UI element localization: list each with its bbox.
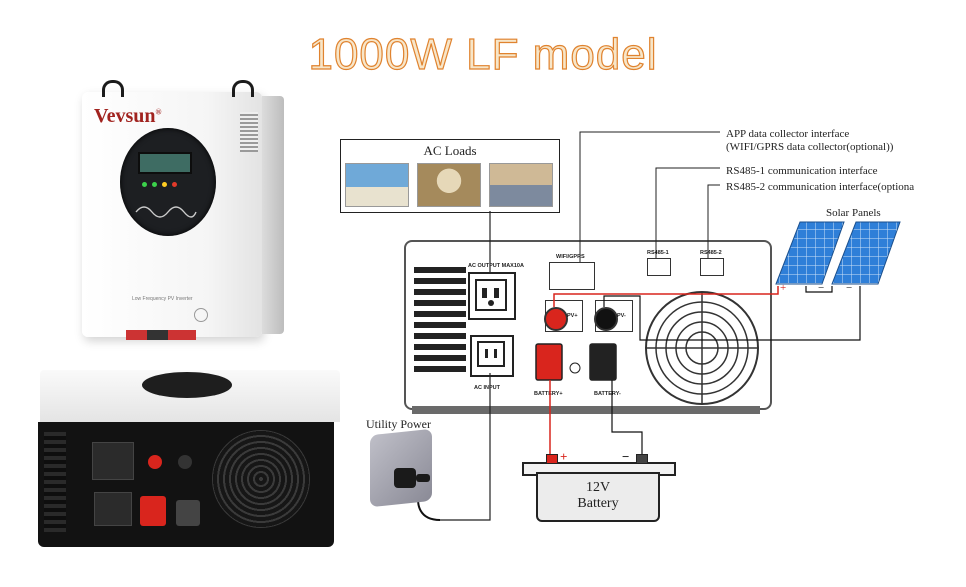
socket-outlet-icon [475,279,507,311]
app-interface-sublabel: (WIFI/GPRS data collector(optional)) [726,141,894,153]
battery-clamps-icon [535,343,617,381]
photo-battery-minus-clamp [176,500,200,526]
wall-inverter-vent [240,112,258,152]
led-indicator [172,182,177,187]
pv-plus-label: PV+ [567,313,578,319]
ac-loads-title: AC Loads [423,143,477,158]
utility-power-label: Utility Power [366,417,431,431]
ac-input-label: AC INPUT [474,385,500,391]
ac-output-label: AC OUTPUT MAX10A [468,263,524,269]
wifi-gprs-label: WIFI/GPRS [556,254,585,260]
laptop-load-image [489,163,553,207]
battery-plus-sign: + [560,449,568,464]
led-indicator [162,182,167,187]
photo-pv-minus [178,455,192,469]
rs485-1-label: RS485-1 [647,250,669,256]
solar-minus-sign: − [846,282,853,294]
wall-inverter-side [262,96,284,334]
photo-socket [92,442,134,480]
app-interface-label: APP data collector interface [726,128,850,140]
photo-battery-plus-clamp [140,496,166,526]
battery-name: Battery [577,496,619,511]
ce-mark-icon [194,308,208,322]
led-indicator [142,182,147,187]
wifi-gprs-port [549,262,595,290]
solar-plus-sign: + [780,282,787,294]
power-inlet-icon [477,341,505,367]
solar-minus-sign: − [818,282,825,294]
plug-icon [394,468,430,488]
battery-label: 12V Battery [536,480,660,512]
inverter-base [412,406,760,414]
control-panel-oval [120,128,216,236]
rs485-1-port [647,258,671,276]
brand-logo: Vevsun® [94,105,162,127]
photo-ac-input [94,492,132,526]
battery-plus-post [546,454,558,464]
lamp-load-image [417,163,481,207]
wave-logo-icon [135,206,197,218]
battery-body [536,472,660,522]
rs485-2-callout: RS485-2 communication interface(optiona [726,181,915,193]
led-indicator [152,182,157,187]
battery-minus-post [636,454,648,464]
mount-hook-right [232,80,254,97]
cooling-fan-icon [645,291,759,405]
front-panel-caption: Low Frequency PV Inverter [132,296,193,302]
photo-vent [44,432,66,532]
pv-minus-terminal [594,307,618,331]
rs485-2-port [700,258,724,276]
photo-fan [212,430,310,528]
inverter-vent [436,262,466,372]
solar-panels-label: Solar Panels [826,207,881,219]
battery-minus-sign: − [622,449,630,464]
rs485-1-callout: RS485-1 communication interface [726,165,878,177]
pv-plus-terminal [544,307,568,331]
tv-load-image [345,163,409,207]
photo-pv-plus [148,455,162,469]
lcd-screen [138,152,192,174]
bottom-terminals [126,330,196,340]
solar-panels-icon [775,221,901,285]
battery-minus-label: BATTERY- [594,391,621,397]
rs485-2-label: RS485-2 [700,250,722,256]
page-title: 1000W LF model [308,29,658,79]
pv-minus-label: PV- [617,313,626,319]
battery-voltage: 12V [585,480,611,495]
mount-hook-left [102,80,124,97]
horizontal-inverter-display [142,372,232,398]
battery-plus-label: BATTERY+ [534,391,563,397]
